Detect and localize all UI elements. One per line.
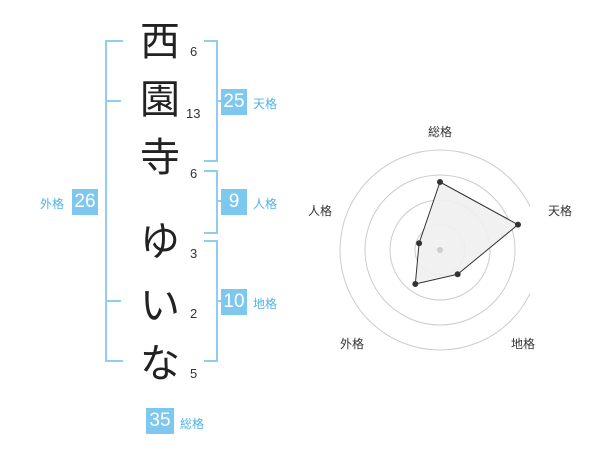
radar-ring <box>364 174 516 326</box>
chikaku-value: 10 <box>221 289 247 315</box>
name-char-3: 寺 <box>140 135 180 181</box>
jinkaku-value: 9 <box>221 189 247 215</box>
radar-point-4 <box>412 280 419 287</box>
radar-point-1 <box>437 179 443 185</box>
soukaku-label: 総格 <box>180 417 205 431</box>
name-char-1: 西 <box>140 19 180 65</box>
jinkaku-label: 人格 <box>253 197 278 211</box>
name-char-2: 園 <box>140 77 180 123</box>
radar-label-jinkaku: 人格 <box>308 204 333 218</box>
stroke-count-1: 6 <box>190 44 198 59</box>
name-char-6: な <box>140 341 180 387</box>
chikaku-label: 地格 <box>253 297 278 311</box>
name-char-4: ゆ <box>140 219 180 265</box>
radar-label-tenkaku: 天格 <box>548 204 573 218</box>
stroke-count-3: 6 <box>190 166 198 181</box>
gaikaku-value: 26 <box>72 189 98 215</box>
stroke-count-6: 5 <box>190 366 198 381</box>
radar-ring <box>339 149 530 351</box>
radar-point-5 <box>416 240 423 247</box>
tenkaku-label: 天格 <box>253 97 278 111</box>
chikaku-connector <box>216 300 222 302</box>
gaikaku-bracket <box>105 40 123 362</box>
soukaku-value: 35 <box>146 408 174 434</box>
jinkaku-bracket <box>204 170 218 234</box>
radar-label-soukaku: 総格 <box>428 125 453 139</box>
radar-chart <box>339 149 530 351</box>
gaikaku-label: 外格 <box>40 197 65 211</box>
radar-point-3 <box>454 271 461 278</box>
radar-center-point <box>437 247 443 253</box>
radar-label-chikaku: 地格 <box>511 337 536 351</box>
name-char-5: い <box>140 283 180 329</box>
gaikaku-bracket-tick-2 <box>105 300 121 302</box>
stroke-count-5: 2 <box>190 306 198 321</box>
gaikaku-bracket-tick-1 <box>105 100 121 102</box>
tenkaku-value: 25 <box>221 89 247 115</box>
radar-label-gaikaku: 外格 <box>340 337 365 351</box>
jinkaku-connector <box>216 200 222 202</box>
radar-polygon <box>414 181 519 285</box>
stroke-count-4: 3 <box>190 246 198 261</box>
tenkaku-connector <box>216 100 222 102</box>
stroke-count-2: 13 <box>186 106 201 121</box>
radar-point-2 <box>514 221 521 228</box>
